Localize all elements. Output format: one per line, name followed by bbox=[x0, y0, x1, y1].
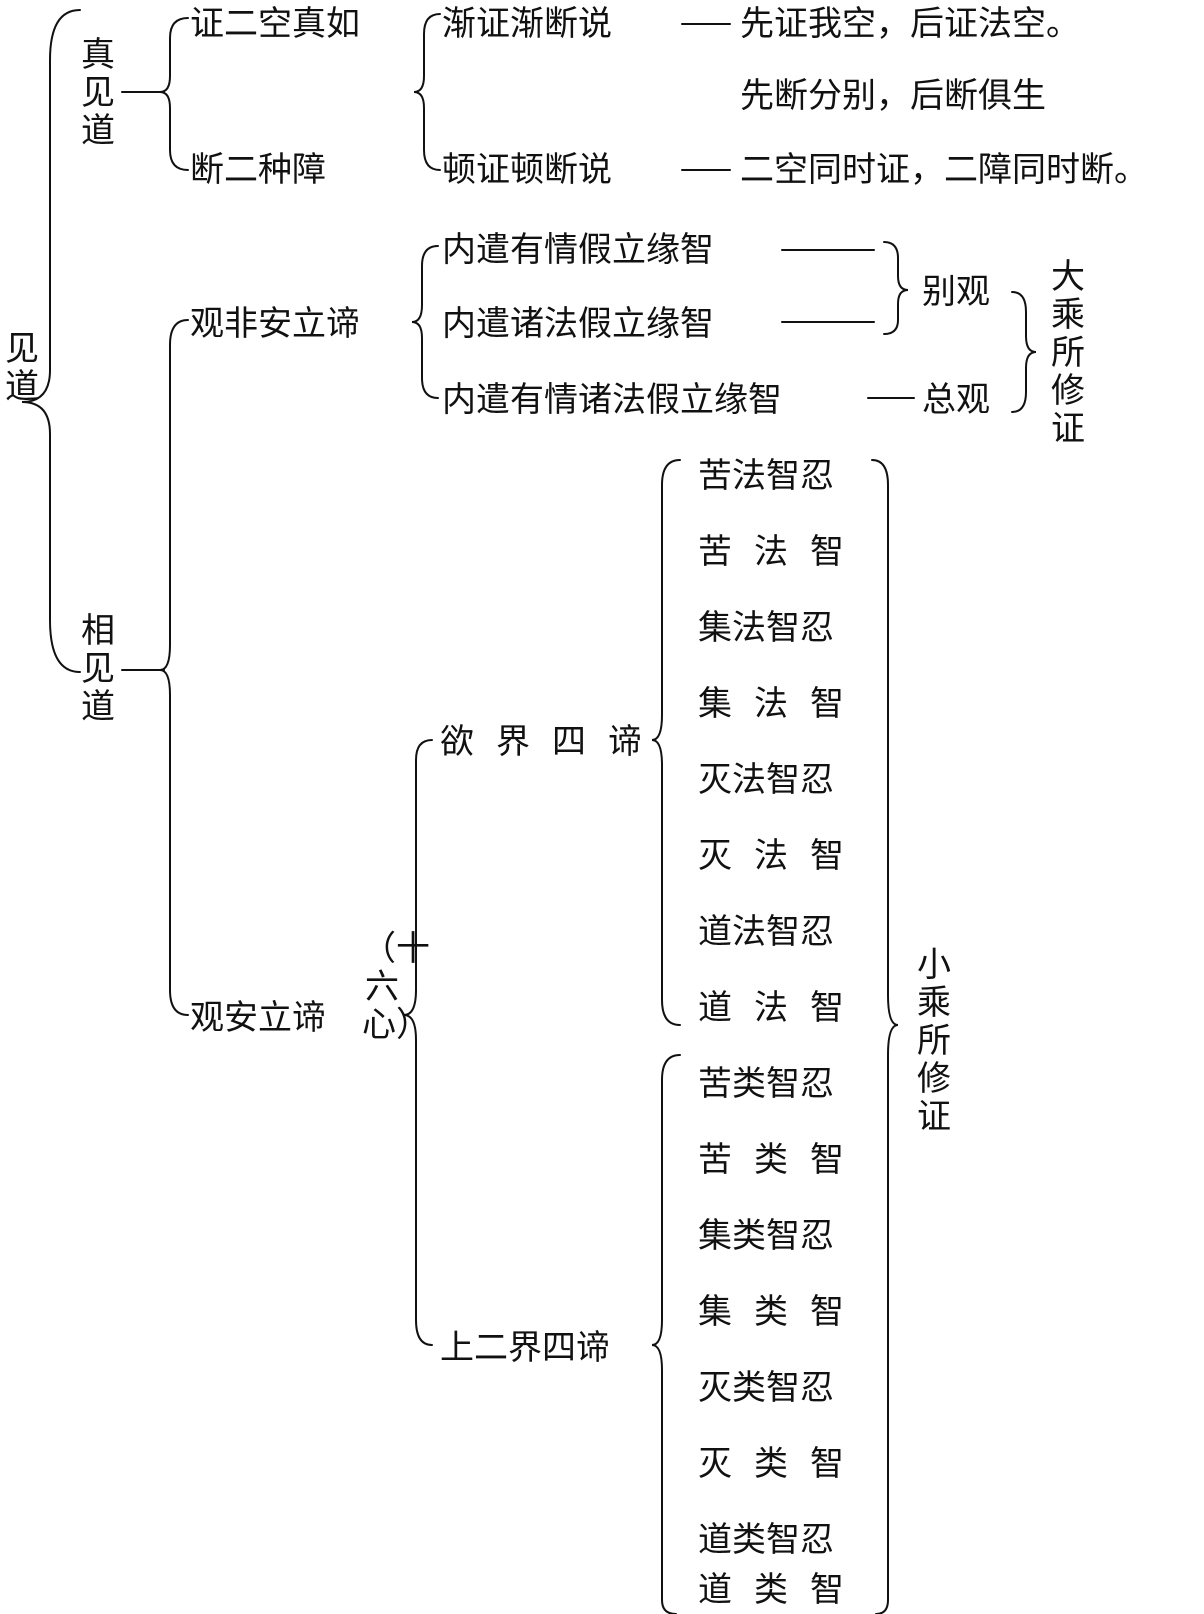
shangjie-brace bbox=[651, 1054, 681, 1614]
yujie-item-2: 苦法智 bbox=[698, 532, 866, 572]
bieguan-brace bbox=[883, 241, 909, 335]
shangjie-item-1: 苦类智忍 bbox=[698, 1064, 834, 1104]
feianli-label: 观非安立谛 bbox=[190, 304, 360, 344]
dacheng-brace bbox=[1011, 291, 1037, 413]
yujie-label: 欲界四谛 bbox=[440, 722, 664, 762]
shangjie-label: 上二界四谛 bbox=[440, 1328, 610, 1368]
shangjie-item-4: 集类智 bbox=[698, 1292, 866, 1332]
sixteen-hearts-label: （十六心） bbox=[362, 929, 430, 1045]
dunshuo-desc: 二空同时证，二障同时断。 bbox=[740, 150, 1148, 190]
shangjie-item-3: 集类智忍 bbox=[698, 1216, 834, 1256]
method-brace bbox=[413, 13, 441, 171]
zhenjiandao-item-2: 断二种障 bbox=[190, 150, 326, 190]
dacheng-label: 大乘所修证 bbox=[1051, 257, 1085, 449]
bieguan-label: 别观 bbox=[922, 272, 990, 312]
zhenjiandao-item-1: 证二空真如 bbox=[190, 4, 360, 44]
xiaocheng-label: 小乘所修证 bbox=[917, 945, 951, 1137]
anli-label: 观安立谛 bbox=[190, 998, 326, 1038]
zhenjiandao-label: 真见道 bbox=[81, 35, 115, 151]
root-label: 见道 bbox=[5, 329, 39, 407]
yujie-item-5: 灭法智忍 bbox=[698, 760, 834, 800]
feianli-item-2: 内遣诸法假立缘智 bbox=[442, 304, 714, 344]
feianli-item-3: 内遣有情诸法假立缘智 bbox=[442, 380, 782, 420]
yujie-item-6: 灭法智 bbox=[698, 836, 866, 876]
anli-brace bbox=[403, 739, 433, 1346]
jianshuo-desc-1: 先证我空，后证法空。 bbox=[740, 4, 1080, 44]
shangjie-item-8: 道类智 bbox=[698, 1570, 866, 1610]
yujie-item-1: 苦法智忍 bbox=[698, 456, 834, 496]
feianli-brace bbox=[411, 245, 439, 399]
yujie-item-3: 集法智忍 bbox=[698, 608, 834, 648]
root-brace bbox=[21, 9, 81, 673]
jianshuo-label: 渐证渐断说 bbox=[442, 4, 612, 44]
feianli-item-1: 内遣有情假立缘智 bbox=[442, 230, 714, 270]
shangjie-item-7: 道类智忍 bbox=[698, 1520, 834, 1560]
shangjie-item-2: 苦类智 bbox=[698, 1140, 866, 1180]
yujie-item-7: 道法智忍 bbox=[698, 912, 834, 952]
yujie-item-4: 集法智 bbox=[698, 684, 866, 724]
yujie-brace bbox=[651, 459, 681, 1026]
xiangjiandao-brace bbox=[159, 319, 189, 1016]
shangjie-item-5: 灭类智忍 bbox=[698, 1368, 834, 1408]
shangjie-item-6: 灭类智 bbox=[698, 1444, 866, 1484]
xiaocheng-brace bbox=[871, 459, 899, 1614]
zongguan-label: 总观 bbox=[922, 380, 990, 420]
jianshuo-desc-2: 先断分别，后断俱生 bbox=[740, 76, 1046, 116]
dunshuo-label: 顿证顿断说 bbox=[442, 150, 612, 190]
zhenjiandao-brace bbox=[159, 17, 189, 171]
yujie-item-8: 道法智 bbox=[698, 988, 866, 1028]
xiangjiandao-label: 相见道 bbox=[81, 611, 115, 727]
